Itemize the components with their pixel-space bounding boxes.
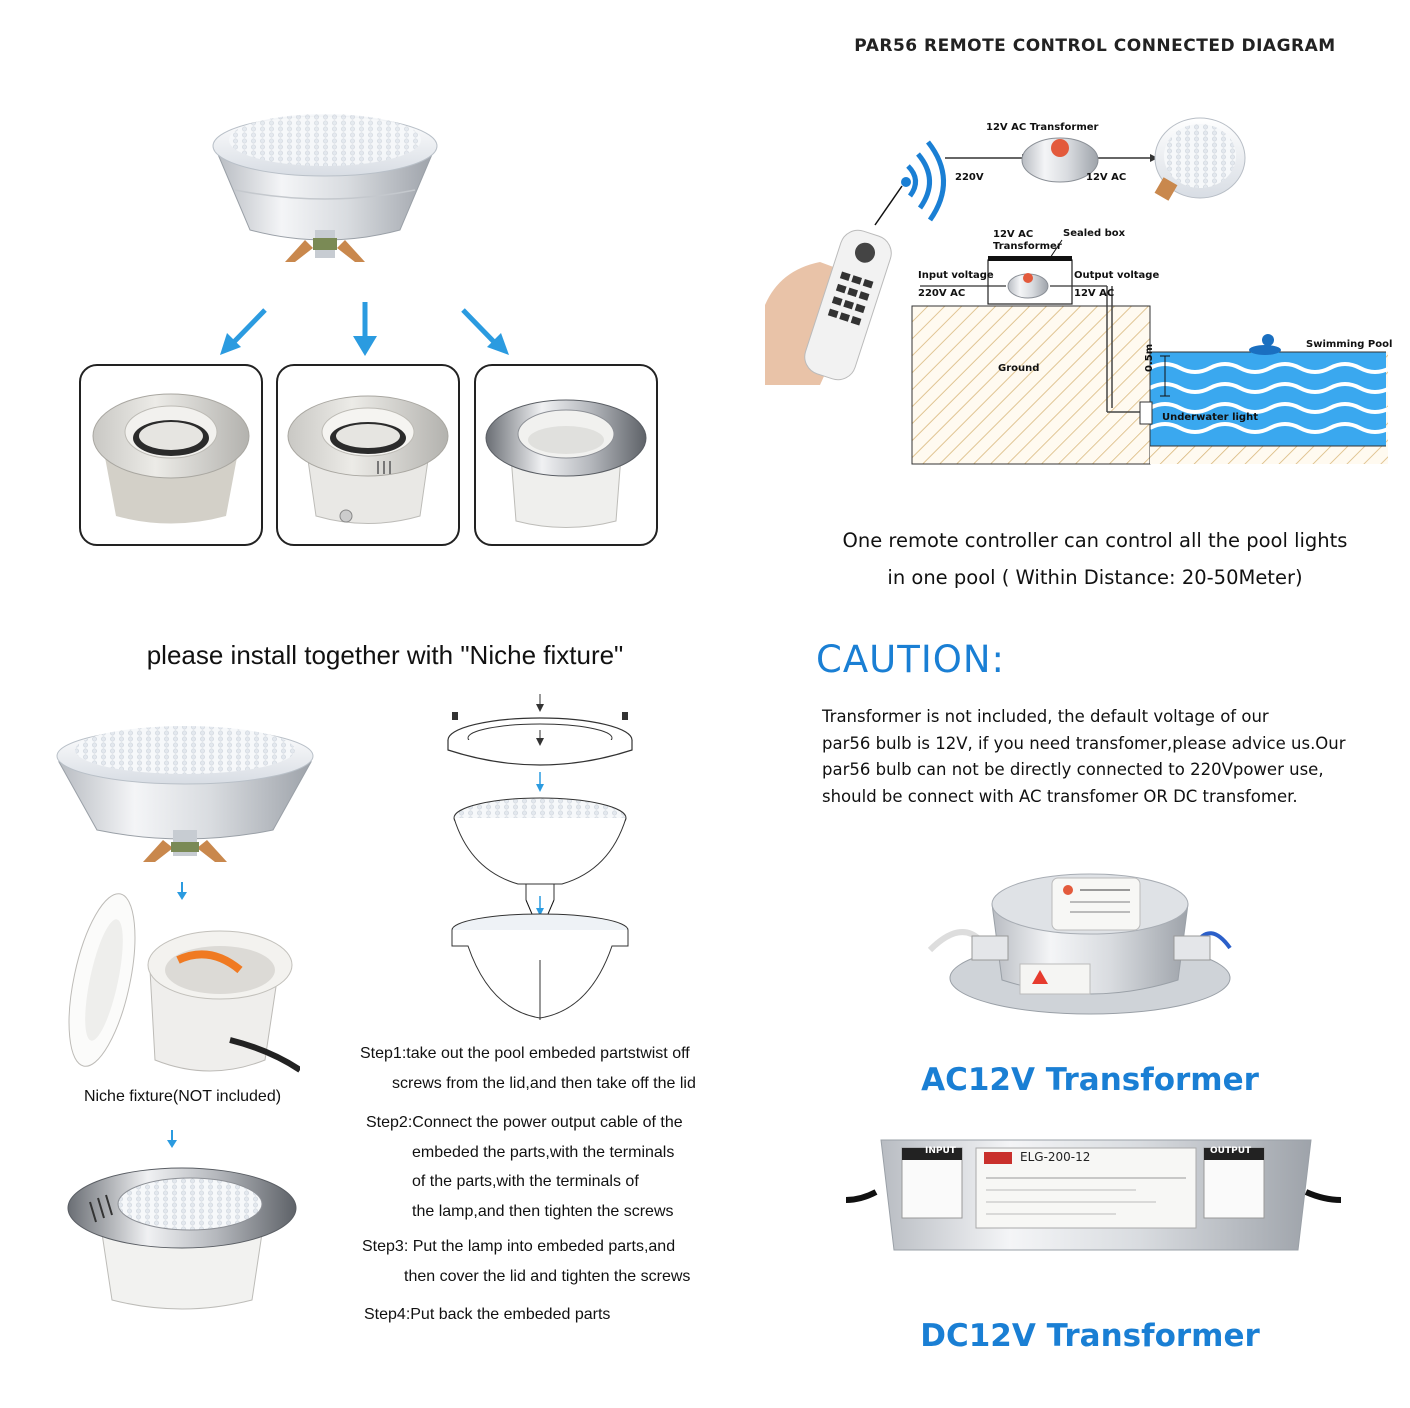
output-voltage-label: Output voltage (1074, 270, 1160, 281)
input-voltage-label: Input voltage (918, 270, 994, 281)
remote-text-line2: in one pool ( Within Distance: 20-50Mete… (887, 566, 1303, 589)
top-output-label: 12V AC (1086, 172, 1127, 183)
ground-label: Ground (998, 363, 1040, 374)
caution-line: par56 bulb is 12V, if you need transfome… (822, 733, 1346, 753)
step-line: Step1:take out the pool embeded partstwi… (360, 1045, 690, 1062)
step-line: Step3: Put the lamp into embeded parts,a… (362, 1238, 676, 1255)
caution-heading: CAUTION: (816, 638, 1006, 681)
small-arrow-down-icon (175, 882, 189, 902)
par56-lamp-image (195, 90, 455, 275)
dc-model-label: ELG-200-12 (1020, 1150, 1091, 1164)
swimming-pool-label: Swimming Pool (1306, 339, 1393, 350)
niche-option-3 (474, 364, 658, 546)
dc-transformer-label: DC12V Transformer (920, 1318, 1260, 1354)
step-line: Step4:Put back the embeded parts (364, 1306, 611, 1323)
input-voltage-value: 220V AC (918, 288, 966, 299)
step-line: then cover the lid and tighten the screw… (404, 1268, 691, 1285)
ac-transformer-image (920, 860, 1260, 1020)
step-line: of the parts,with the terminals of (412, 1173, 639, 1190)
underwater-light-label: Underwater light (1162, 412, 1258, 423)
niche-caption: Niche fixture(NOT included) (83, 1088, 282, 1105)
small-arrow-down-icon (165, 1130, 179, 1150)
step-line: the lamp,and then tighten the screws (412, 1203, 674, 1220)
install-note: please install together with "Niche fixt… (146, 640, 624, 670)
remote-text-line1: One remote controller can control all th… (842, 529, 1348, 552)
top-input-label: 220V (955, 172, 984, 183)
ac-transformer-label: AC12V Transformer (921, 1062, 1259, 1098)
dc-transformer-image (836, 1130, 1356, 1280)
dc-input-label: INPUT (925, 1146, 956, 1156)
diagram-title: PAR56 REMOTE CONTROL CONNECTED DIAGRAM (854, 36, 1336, 56)
niche-fixture-image (60, 890, 300, 1085)
step-line: screws from the lid,and then take off th… (392, 1075, 696, 1092)
output-voltage-value: 12V AC (1074, 288, 1115, 299)
niche-option-2 (276, 364, 460, 546)
top-transformer-label: 12V AC Transformer (986, 122, 1099, 133)
connection-diagram (760, 100, 1400, 480)
arrow-down-icon (350, 300, 380, 358)
caution-line: should be connect with AC transfomer OR … (822, 786, 1298, 806)
step-line: embeded the parts,with the terminals (412, 1144, 675, 1161)
installed-light-image (62, 1160, 302, 1320)
step-line: Step2:Connect the power output cable of … (366, 1114, 683, 1131)
box-transformer-line2: Transformer (993, 241, 1062, 252)
sealed-box-label: Sealed box (1063, 228, 1126, 239)
arrow-down-left-icon (215, 305, 275, 360)
caution-line: par56 bulb can not be directly connected… (822, 760, 1324, 779)
dc-output-label: OUTPUT (1210, 1146, 1252, 1156)
assembly-exploded-diagram (430, 690, 650, 1030)
arrow-down-right-icon (455, 305, 515, 360)
par56-lamp-small-image (45, 712, 325, 872)
caution-body: Transformer is not included, the default… (822, 704, 1382, 810)
niche-option-1 (79, 364, 263, 546)
caution-line: Transformer is not included, the default… (822, 707, 1269, 726)
box-transformer-line1: 12V AC (993, 229, 1034, 240)
depth-label: 0.5m (1144, 343, 1155, 372)
